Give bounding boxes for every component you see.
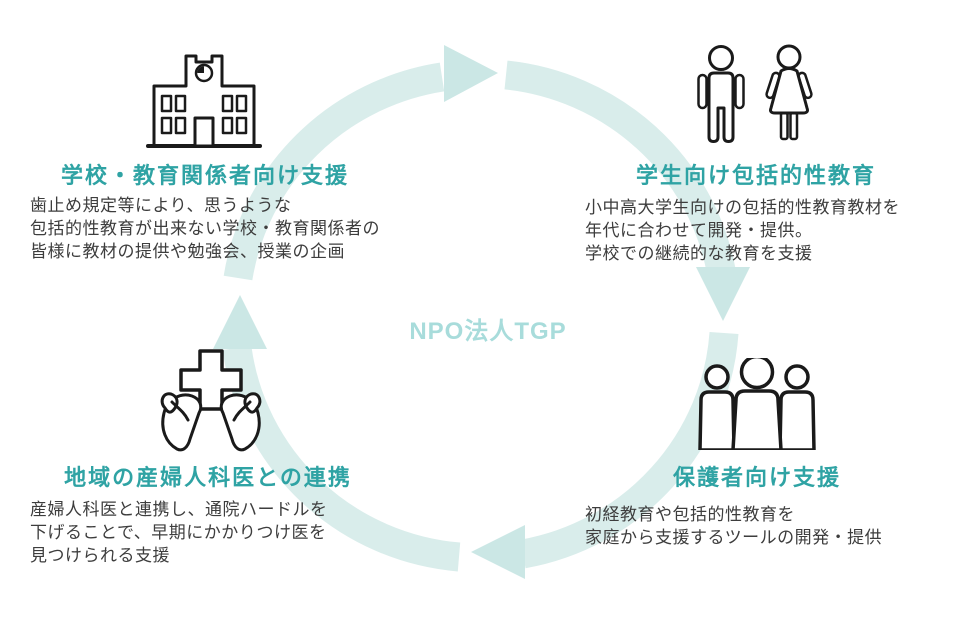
arrowhead-right-down-icon — [696, 267, 750, 321]
desc-line: 学校での継続的な教育を支援 — [585, 244, 813, 263]
desc-line: 歯止め規定等により、思うような — [30, 196, 292, 215]
desc-line: 見つけられる支援 — [30, 546, 170, 565]
section-title-schools: 学校・教育関係者向け支援 — [60, 163, 349, 188]
hands-medical-cross-icon — [160, 349, 262, 452]
desc-line: 皆様に教材の提供や勉強会、授業の企画 — [30, 242, 345, 261]
section-desc-schools: 歯止め規定等により、思うような 包括的性教育が出来ない学校・教育関係者の 皆様に… — [30, 194, 380, 263]
section-title-parents: 保護者向け支援 — [672, 465, 841, 490]
section-title-doctors: 地域の産婦人科医との連携 — [64, 465, 352, 490]
center-org-label: NPO法人TGP — [409, 318, 567, 345]
right-hand — [219, 392, 262, 452]
desc-line: 年代に合わせて開発・提供。 — [585, 221, 813, 240]
desc-line: 小中高大学生向けの包括的性教育教材を — [585, 198, 900, 217]
arrowhead-bottom-left-icon — [471, 525, 525, 579]
desc-line: 家庭から支援するツールの開発・提供 — [585, 528, 883, 547]
desc-line: 包括的性教育が出来ない学校・教育関係者の — [30, 219, 380, 238]
arc-left-to-top — [223, 62, 445, 281]
arc-top-to-right — [504, 60, 736, 273]
desc-line: 下げることで、早期にかかりつけ医を — [30, 523, 327, 542]
desc-line: 産婦人科医と連携し、通院ハードルを — [30, 500, 328, 519]
arrowhead-top-right-icon — [444, 45, 498, 102]
man-woman-icon — [697, 44, 813, 143]
arrowhead-left-up-icon — [213, 295, 267, 349]
section-title-students: 学生向け包括的性教育 — [635, 163, 876, 188]
section-desc-students: 小中高大学生向けの包括的性教育教材を 年代に合わせて開発・提供。 学校での継続的… — [585, 196, 900, 265]
desc-line: 初経教育や包括的性教育を — [585, 505, 795, 524]
school-building-icon — [146, 54, 262, 148]
arc-bottom-to-left — [222, 345, 461, 572]
family-group-icon — [698, 358, 816, 450]
section-desc-doctors: 産婦人科医と連携し、通院ハードルを 下げることで、早期にかかりつけ医を 見つけら… — [30, 498, 328, 567]
left-hand — [160, 392, 203, 452]
section-desc-parents: 初経教育や包括的性教育を 家庭から支援するツールの開発・提供 — [585, 503, 882, 549]
